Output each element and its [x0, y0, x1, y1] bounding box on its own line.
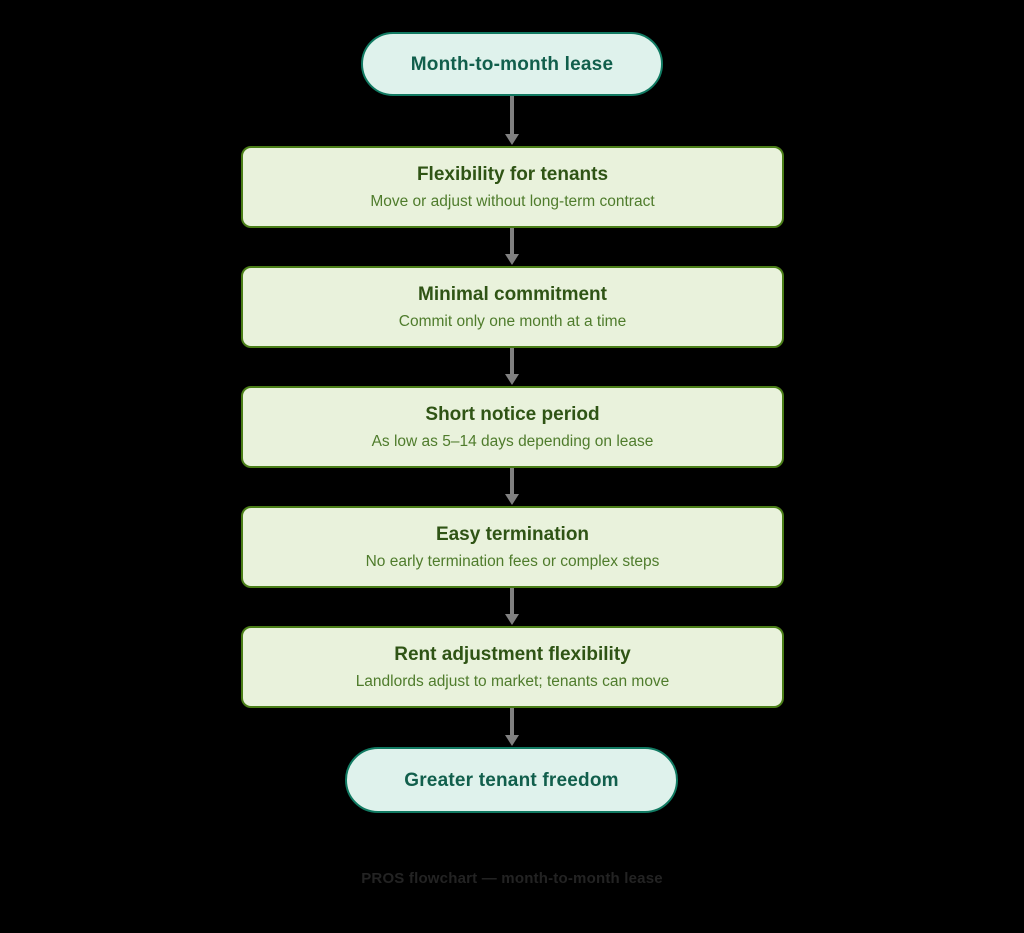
node-step-title: Easy termination — [435, 523, 590, 545]
arrow-head-icon — [505, 735, 519, 746]
node-step-subtitle: Commit only one month at a time — [398, 312, 627, 330]
arrow-step-5-to-end — [504, 708, 520, 747]
arrow-head-icon — [505, 134, 519, 145]
node-step-subtitle: No early termination fees or complex ste… — [365, 552, 660, 570]
arrow-line — [510, 228, 514, 258]
node-step-title: Short notice period — [425, 403, 600, 425]
node-step-subtitle: Landlords adjust to market; tenants can … — [355, 672, 670, 690]
node-step-subtitle: As low as 5–14 days depending on lease — [371, 432, 654, 450]
node-start-label: Month-to-month lease — [410, 53, 614, 75]
node-start-month-to-month-lease[interactable]: Month-to-month lease — [361, 32, 663, 96]
arrow-start-to-step-1 — [504, 96, 520, 146]
arrow-head-icon — [505, 614, 519, 625]
node-end-label: Greater tenant freedom — [404, 769, 619, 791]
arrow-line — [510, 348, 514, 378]
arrow-step-4-to-step-5 — [504, 588, 520, 626]
node-step-title: Flexibility for tenants — [416, 163, 609, 185]
arrow-step-3-to-step-4 — [504, 468, 520, 506]
arrow-line — [510, 96, 514, 138]
arrow-line — [510, 588, 514, 618]
arrow-head-icon — [505, 494, 519, 505]
node-step-subtitle: Move or adjust without long-term contrac… — [370, 192, 655, 210]
node-end-greater-tenant-freedom[interactable]: Greater tenant freedom — [345, 747, 678, 813]
node-step-easy-termination[interactable]: Easy termination No early termination fe… — [241, 506, 784, 588]
node-step-short-notice-period[interactable]: Short notice period As low as 5–14 days … — [241, 386, 784, 468]
diagram-caption: PROS flowchart — month-to-month lease — [361, 870, 663, 887]
node-step-flexibility-for-tenants[interactable]: Flexibility for tenants Move or adjust w… — [241, 146, 784, 228]
node-step-title: Rent adjustment flexibility — [394, 643, 631, 665]
node-step-rent-adjustment-flexibility[interactable]: Rent adjustment flexibility Landlords ad… — [241, 626, 784, 708]
node-step-title: Minimal commitment — [418, 283, 607, 305]
arrow-step-1-to-step-2 — [504, 228, 520, 266]
node-step-minimal-commitment[interactable]: Minimal commitment Commit only one month… — [241, 266, 784, 348]
arrow-step-2-to-step-3 — [504, 348, 520, 386]
arrow-line — [510, 468, 514, 498]
arrow-head-icon — [505, 374, 519, 385]
arrow-head-icon — [505, 254, 519, 265]
arrow-line — [510, 708, 514, 739]
